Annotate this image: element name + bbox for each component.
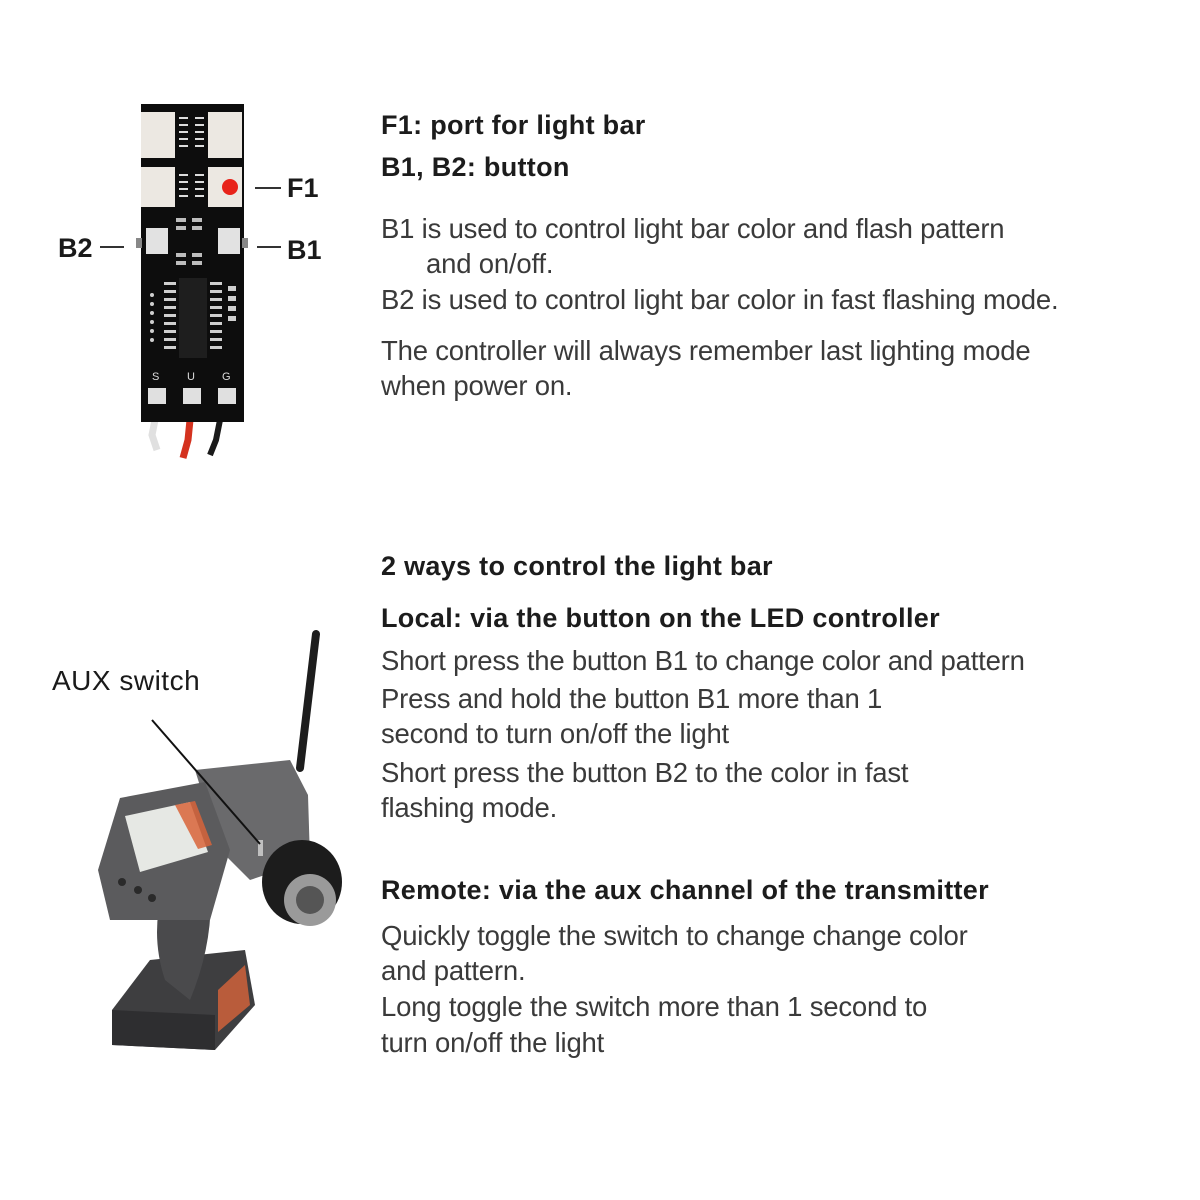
aux-switch-knob <box>258 840 263 856</box>
control-ways-title: 2 ways to control the light bar <box>381 551 773 581</box>
local-control-line-4: Short press the button B2 to the color i… <box>381 757 909 788</box>
remote-control-line-2: and pattern. <box>381 955 526 986</box>
svg-text:U: U <box>187 371 195 383</box>
local-control-line-5: flashing mode. <box>381 792 558 823</box>
svg-text:G: G <box>222 371 231 383</box>
remote-control-line-1: Quickly toggle the switch to change chan… <box>381 920 968 951</box>
b2-label: B2 <box>58 233 93 263</box>
memory-note-line-2: when power on. <box>381 370 573 401</box>
local-control-heading: Local: via the button on the LED control… <box>381 603 940 633</box>
remote-control-line-3: Long toggle the switch more than 1 secon… <box>381 991 928 1022</box>
aux-switch-label: AUX switch <box>52 665 201 696</box>
local-control-line-2: Press and hold the button B1 more than 1 <box>381 683 883 714</box>
remote-control-heading: Remote: via the aux channel of the trans… <box>381 875 989 905</box>
memory-note-line-1: The controller will always remember last… <box>381 335 1031 366</box>
b1-label: B1 <box>287 235 322 265</box>
f1-port-indicator <box>222 179 238 195</box>
transmitter-figure <box>40 620 380 1070</box>
remote-control-line-4: turn on/off the light <box>381 1027 605 1058</box>
aux-switch-pointer-line <box>151 719 261 845</box>
b1-button-shape <box>218 228 240 254</box>
b2-button-shape <box>146 228 168 254</box>
svg-text:S: S <box>152 371 159 383</box>
rc-transmitter-illustration <box>98 630 342 1050</box>
b1-b2-heading: B1, B2: button <box>381 152 570 182</box>
b1-description-line-2: and on/off. <box>426 248 554 279</box>
f1-label: F1 <box>287 173 319 203</box>
led-controller-figure: S U G <box>40 90 360 490</box>
local-control-line-1: Short press the button B1 to change colo… <box>381 645 1025 676</box>
b2-description: B2 is used to control light bar color in… <box>381 284 1059 315</box>
local-control-line-3: second to turn on/off the light <box>381 718 729 749</box>
b2-leader-line <box>100 246 124 248</box>
f1-leader-line <box>255 187 281 189</box>
b1-description-line-1: B1 is used to control light bar color an… <box>381 213 1005 244</box>
f1-heading: F1: port for light bar <box>381 110 646 140</box>
b1-leader-line <box>257 246 281 248</box>
led-controller-pcb-illustration: S U G <box>136 104 248 459</box>
